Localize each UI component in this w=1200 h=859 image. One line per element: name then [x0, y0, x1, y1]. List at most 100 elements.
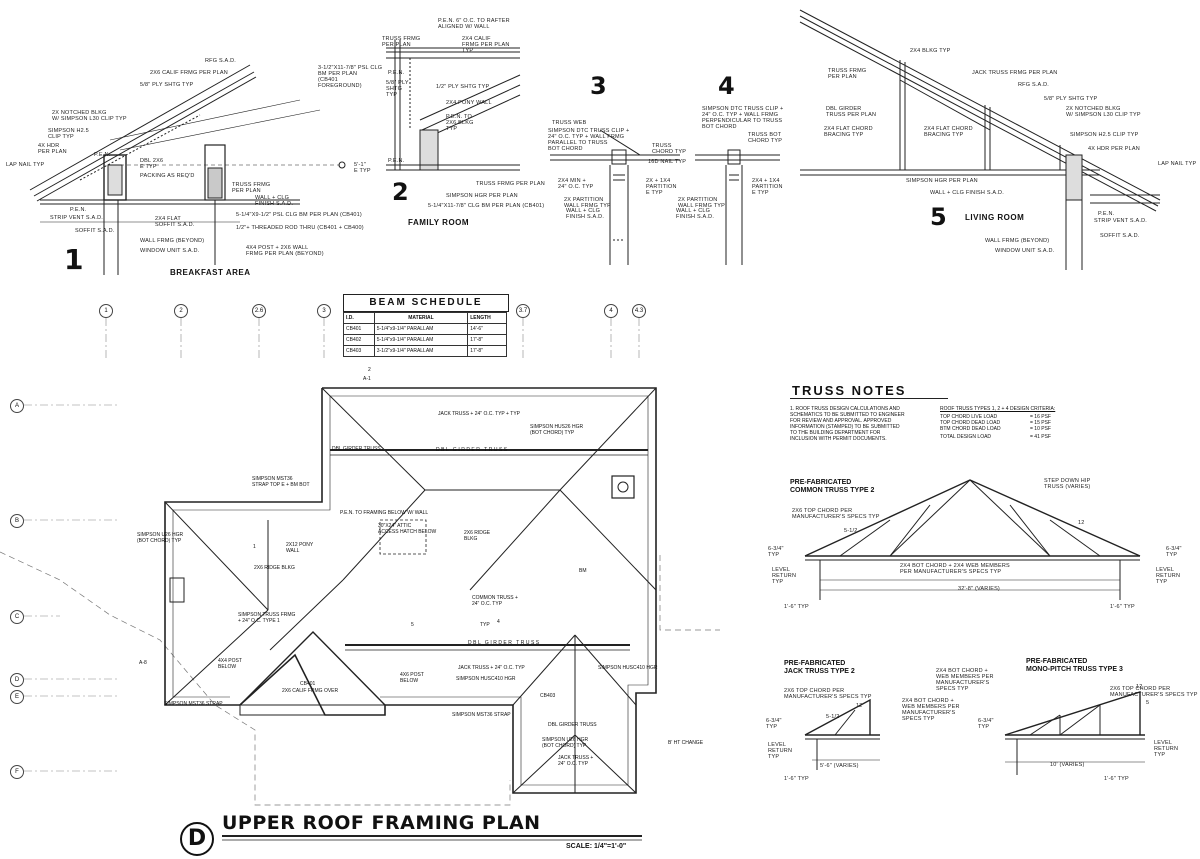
- detail-note: 5/8" PLY SHTG TYP: [386, 80, 409, 98]
- detail-note: WALL + CLG FINISH S.A.D.: [930, 190, 1004, 196]
- plan-note: A-8: [139, 660, 147, 666]
- detail-note: 2x4 BLKG TYP: [910, 48, 951, 54]
- detail-note: TRUSS FRMG PER PLAN: [232, 182, 271, 194]
- beam-schedule-header-row: I.D. MATERIAL LENGTH: [343, 312, 507, 324]
- truss-note: 2x4 BOT CHORD + 2x4 WEB MEMBERS PER MANU…: [900, 563, 1010, 575]
- grid-row-bubble: E: [10, 690, 24, 704]
- plan-note: 1: [253, 544, 256, 550]
- truss-notes-title: TRUSS NOTES: [792, 383, 907, 398]
- plan-letter-badge: D: [180, 822, 214, 856]
- truss-note: 1'-6" TYP: [1110, 604, 1135, 610]
- detail-2-number: 2: [392, 178, 409, 206]
- truss-note: 5-1/2: [844, 528, 858, 534]
- detail-note: P.E.N.: [1098, 211, 1115, 217]
- plan-note: COMMON TRUSS + 24" O.C. TYP: [472, 595, 518, 607]
- criteria-value: = 16 PSF: [1030, 414, 1051, 420]
- truss-note: 5'-6" (VARIES): [820, 763, 859, 769]
- detail-note: JACK TRUSS FRMG PER PLAN: [972, 70, 1058, 76]
- detail-note: 2x4 CALIF FRMG PER PLAN TYP: [462, 36, 510, 54]
- detail-note: P.E.N.: [388, 158, 405, 164]
- grid-row-bubble: B: [10, 514, 24, 528]
- plan-note: CB403: [540, 693, 556, 699]
- plan-note: JACK TRUSS + 24" O.C. TYP + TYP: [438, 411, 520, 417]
- plan-note: A-1: [363, 376, 371, 382]
- beam-length-cell: 14'-6": [467, 323, 507, 335]
- detail-note: 16d NAIL TYP: [648, 159, 687, 165]
- plan-note: B' HT CHANGE: [668, 740, 704, 746]
- detail-note: 5'-1" E TYP: [354, 162, 371, 174]
- truss-note: 1'-6" TYP: [1104, 776, 1129, 782]
- detail-3-drawing: [550, 129, 680, 265]
- plan-note: P.E.N. TO FRAMING BELOW W/ WALL: [340, 510, 429, 516]
- detail-note: TRUSS WEB: [552, 120, 587, 126]
- detail-note: 2x4 MIN + 24" O.C. TYP: [558, 178, 594, 190]
- truss-note: 12: [1136, 684, 1143, 690]
- truss-note: 2x4 BOT CHORD + WEB MEMBERS PER MANUFACT…: [902, 698, 960, 722]
- plan-note: 2x6 RIDGE BLKG: [464, 530, 491, 542]
- detail-note: PACKING AS REQ'D: [140, 173, 195, 179]
- truss-note: 6-3/4" TYP: [766, 718, 782, 730]
- detail-5-drawing: [799, 9, 1161, 270]
- plan-note: SIMPSON U26 HGR (BOT CHORD) TYP: [542, 737, 589, 749]
- beam-schedule-table: I.D. MATERIAL LENGTH CB401 5-1/4"x9-1/4"…: [343, 312, 507, 357]
- truss-note: 12: [856, 703, 863, 709]
- truss-note: 2x6 TOP CHORD PER MANUFACTURER'S SPECS T…: [792, 508, 880, 520]
- plan-note: SIMPSON MST36 STRAP: [164, 701, 223, 707]
- grid-column-bubble: 4: [604, 304, 618, 318]
- plan-note: DBL GIRDER TRUSS: [332, 446, 381, 452]
- plan-note: 4: [497, 619, 500, 625]
- truss-note: 2x6 TOP CHORD PER MANUFACTURER'S SPECS T…: [784, 688, 872, 700]
- detail-note: 5-1/4"x9-1/2" PSL CLG BM PER PLAN (CB401…: [236, 212, 362, 218]
- common-truss-drawing: [804, 479, 1141, 600]
- truss-note: 12: [1078, 520, 1085, 526]
- truss-note: 1'-6" TYP: [784, 776, 809, 782]
- detail-note: WALL FRMG (BEYOND): [985, 238, 1050, 244]
- plan-note: SIMPSON TRUSS FRMG + 24" O.C. TYPE 1: [238, 612, 296, 624]
- plan-note: SIMPSON HUS26 HGR (BOT CHORD) TYP: [530, 424, 584, 436]
- detail-note: TRUSS FRMG PER PLAN: [828, 68, 867, 80]
- truss-note: LEVEL RETURN TYP: [768, 742, 793, 760]
- truss-note: 6-3/4" TYP: [978, 718, 994, 730]
- detail-note: 4x HDR PER PLAN: [1088, 146, 1140, 152]
- grid-column-bubble: 3: [317, 304, 331, 318]
- truss-note: 1'-6" TYP: [784, 604, 809, 610]
- beam-header-id: I.D.: [343, 312, 375, 324]
- detail-note: P.E.N.: [94, 152, 111, 158]
- jack-truss-heading: PRE-FABRICATED JACK TRUSS TYPE 2: [784, 660, 855, 675]
- detail-note: RFG S.A.D.: [205, 58, 237, 64]
- detail-4-number: 4: [718, 72, 735, 100]
- truss-note: 10' (VARIES): [1050, 762, 1085, 768]
- plan-title: UPPER ROOF FRAMING PLAN: [222, 812, 541, 834]
- detail-1-drawing: [29, 64, 346, 275]
- detail-note: 2x4 + 1x4 PARTITION E TYP: [752, 178, 783, 196]
- truss-note: 5-1/2: [826, 714, 840, 720]
- detail-note: 2x4 FLAT SOFFIT S.A.D.: [155, 216, 195, 228]
- plan-note: 5: [411, 622, 414, 628]
- detail-note: WINDOW UNIT S.A.D.: [995, 248, 1055, 254]
- plan-note: JACK TRUSS + 24" O.C. TYP: [558, 755, 594, 767]
- truss-note: STEP DOWN HIP TRUSS (VARIES): [1044, 478, 1091, 490]
- detail-note: 4x HDR PER PLAN: [38, 143, 67, 155]
- plan-note: SIMPSON MST36 STRAP: [452, 712, 511, 718]
- truss-note: LEVEL RETURN TYP: [1154, 740, 1179, 758]
- truss-note: 32'-8" (VARIES): [958, 586, 1000, 592]
- detail-5-number: 5: [930, 203, 947, 231]
- truss-note: 2x6 TOP CHORD PER MANUFACTURER'S SPECS T…: [1110, 686, 1198, 698]
- truss-notes-underline: [790, 398, 948, 399]
- detail-note: P.E.N. 6" O.C. TO RAFTER ALIGNED W/ WALL: [438, 18, 510, 30]
- roof-plan-drawing: [0, 387, 720, 806]
- detail-note: 2x + 1x4 PARTITION E TYP: [646, 178, 677, 196]
- detail-note: 2x PARTITION WALL FRMG TYP: [564, 197, 612, 209]
- table-row: CB403 3-1/2"x9-1/4" PARALLAM 17'-8": [343, 345, 507, 357]
- grid-row-bubble: F: [10, 765, 24, 779]
- plan-note: 2: [368, 367, 371, 373]
- detail-note: RFG S.A.D.: [1018, 82, 1050, 88]
- detail-note: SOFFIT S.A.D.: [1100, 233, 1140, 239]
- detail-note: 5/8" PLY SHTG TYP: [1044, 96, 1098, 102]
- beam-material-cell: 5-1/4"x9-1/4" PARALLAM: [373, 334, 469, 346]
- detail-note: 5-1/4"x11-7/8" CLG BM PER PLAN (CB401): [428, 203, 545, 209]
- plan-note: DBL GIRDER TRUSS: [548, 722, 597, 728]
- criteria-label: TOP CHORD DEAD LOAD: [940, 420, 1001, 426]
- plan-note: BM: [579, 568, 587, 574]
